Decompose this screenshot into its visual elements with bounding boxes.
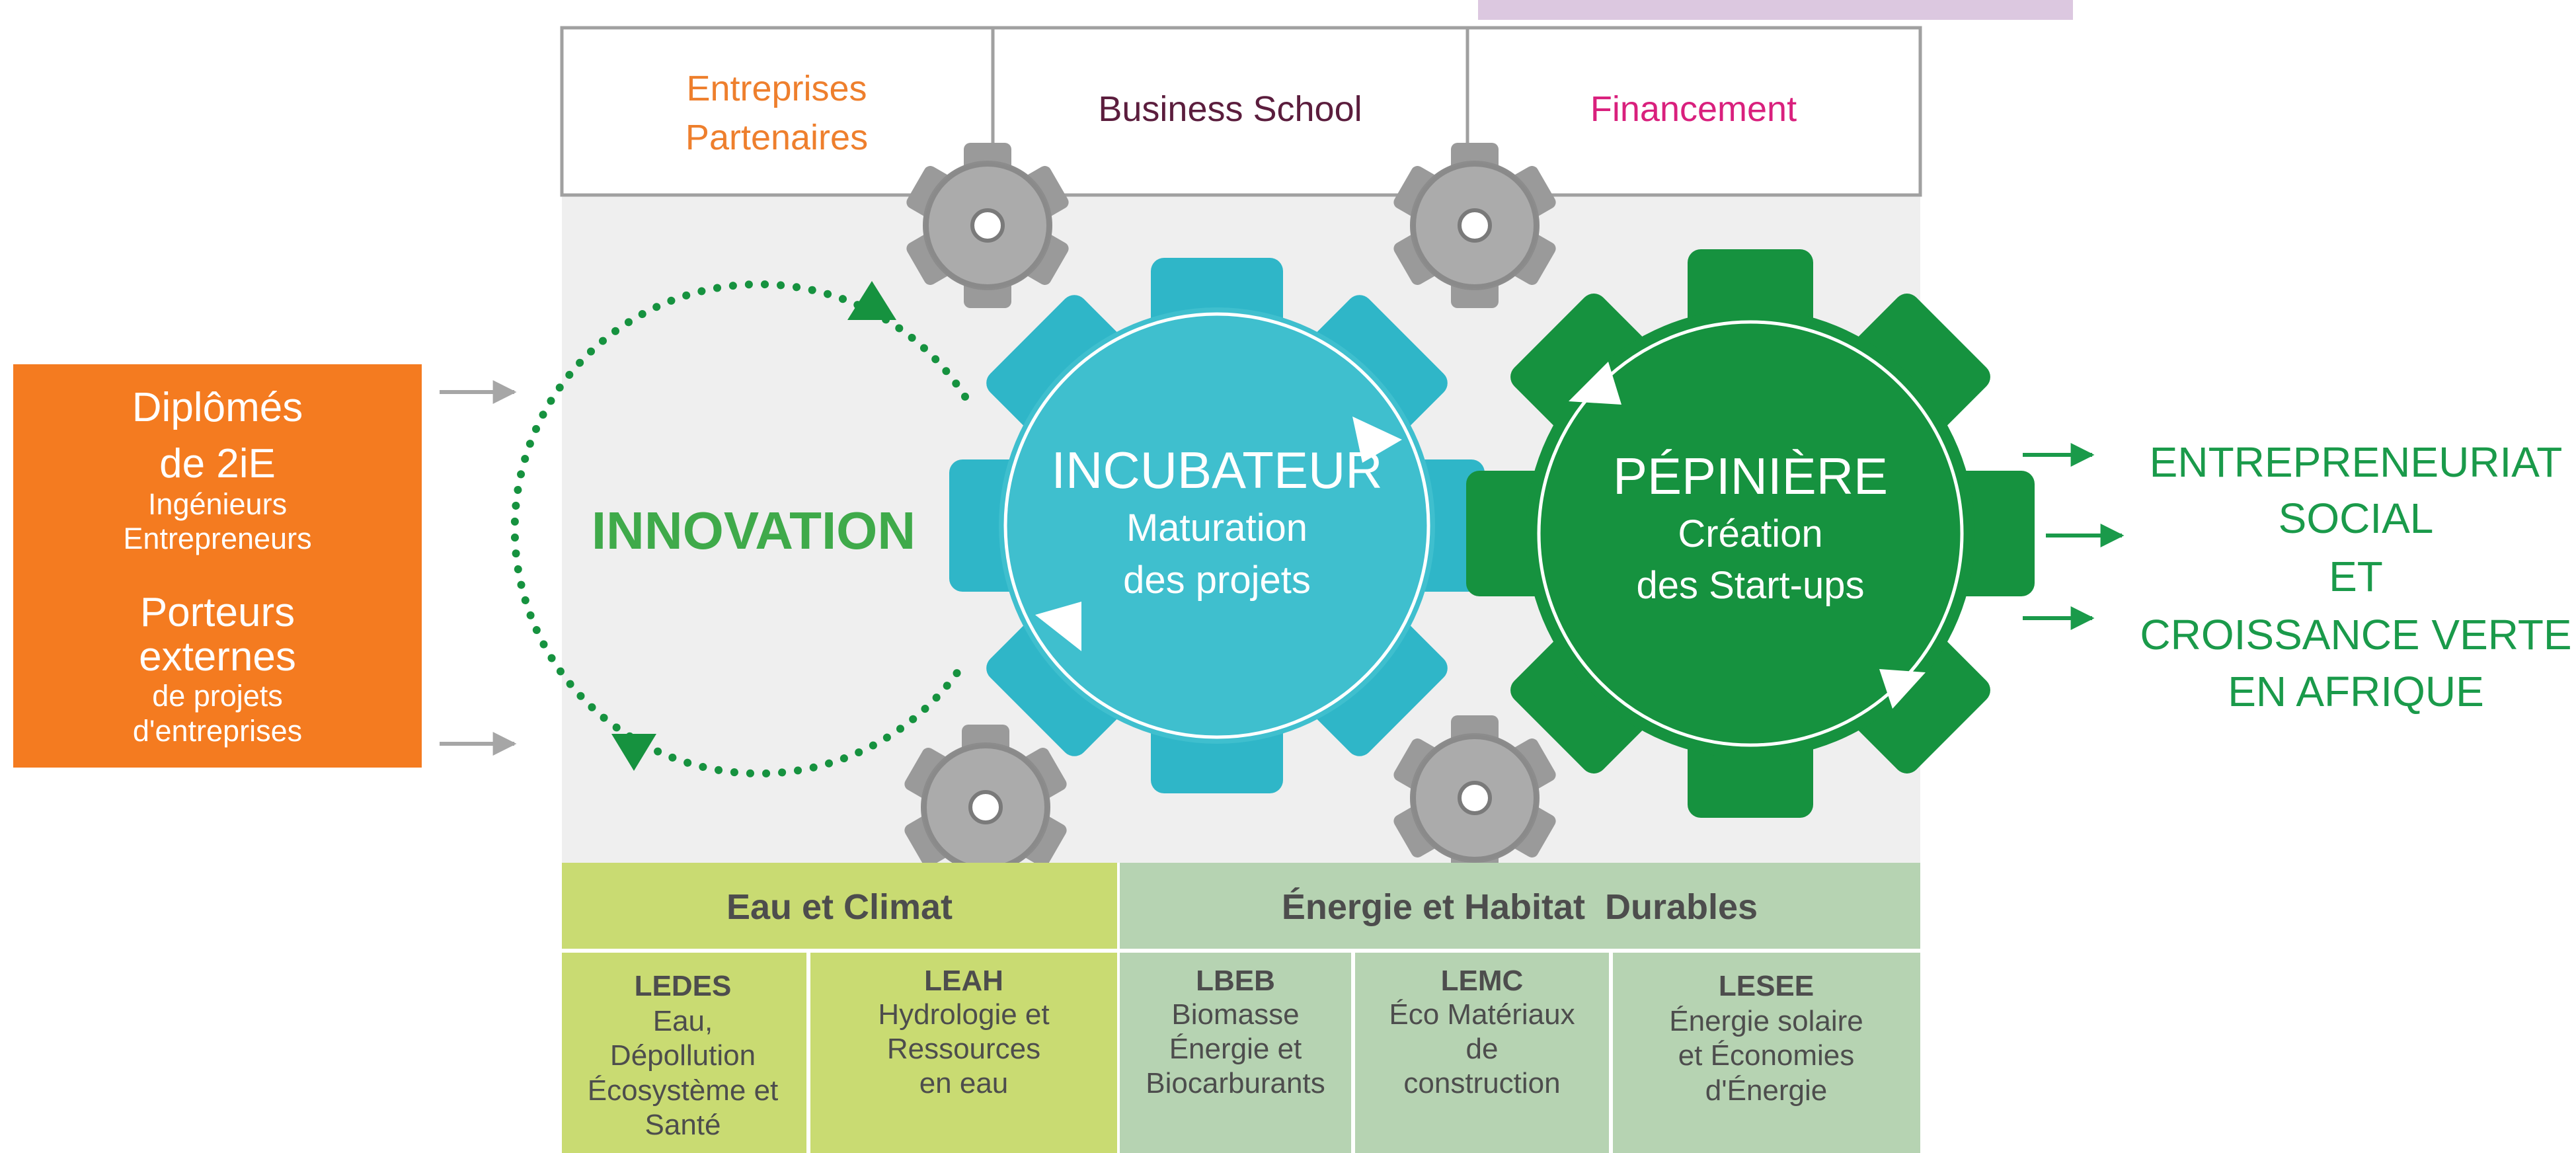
lab-lbeb-code: LBEB — [1196, 965, 1275, 997]
incubator-projects: des projets — [1123, 559, 1311, 602]
lab-ledes-code: LEDES — [635, 970, 732, 1002]
outcome-line1: ENTREPRENEURIAT — [2150, 438, 2563, 486]
incubator-gear: INCUBATEUR Maturation des projets — [949, 258, 1485, 793]
lab-lbeb-line1: Biomasse — [1171, 998, 1299, 1031]
nursery-title: PÉPINIÈRE — [1613, 447, 1888, 505]
lab-lesee-line2: et Économies — [1678, 1039, 1855, 1072]
innovation-arrowhead-top — [847, 281, 896, 320]
inputs-background — [13, 364, 422, 768]
inputs-box: Diplômés de 2iE Ingénieurs Entrepreneurs… — [13, 364, 422, 768]
lab-lemc-line2: de — [1466, 1033, 1499, 1065]
nursery-arrow-top — [1569, 362, 1621, 405]
nursery-creation: Création — [1678, 512, 1822, 555]
nursery-arrow-bottom — [1879, 669, 1926, 709]
lab-cell-ledes — [562, 953, 806, 1153]
partner-cell-financing — [1465, 26, 1922, 197]
lab-lesee-line3: d'Énergie — [1705, 1074, 1828, 1107]
inputs-2ie: de 2iE — [159, 441, 276, 487]
outcome-text: ENTREPRENEURIAT SOCIAL ET CROISSANCE VER… — [2140, 438, 2571, 715]
lab-ledes-line1: Eau, — [653, 1005, 713, 1037]
lab-lemc-code: LEMC — [1441, 965, 1524, 997]
lab-lesee-line1: Énergie solaire — [1669, 1005, 1863, 1037]
lab-lbeb-line2: Énergie et — [1169, 1033, 1302, 1065]
lab-ledes-line2: Dépollution — [610, 1039, 756, 1072]
lab-leah-line1: Hydrologie et — [878, 998, 1049, 1031]
lab-cell-lesee — [1613, 953, 1920, 1153]
incubator-title: INCUBATEUR — [1051, 441, 1382, 499]
lab-lemc-line1: Éco Matériaux — [1389, 998, 1575, 1031]
lab-cell-lbeb — [1120, 953, 1351, 1153]
incubator-inner-ring — [1003, 312, 1430, 739]
lab-lbeb-line3: Biocarburants — [1146, 1067, 1325, 1099]
inputs-graduates: Diplômés — [132, 385, 303, 430]
nursery-startups: des Start-ups — [1637, 564, 1865, 607]
inputs-external: externes — [139, 634, 296, 680]
outcome-line5: EN AFRIQUE — [2228, 668, 2484, 715]
partner-business-school: Business School — [1098, 89, 1362, 129]
inputs-of-projects: de projets — [152, 679, 283, 713]
inputs-carriers: Porteurs — [140, 590, 295, 635]
nursery-gear: PÉPINIÈRE Création des Start-ups — [1466, 249, 2035, 818]
inputs-enterprises: d'entreprises — [133, 714, 302, 748]
partner-companies-line2: Partenaires — [685, 118, 868, 157]
inputs-engineers: Ingénieurs — [148, 487, 287, 521]
lab-leah-line2: Ressources — [887, 1033, 1040, 1065]
outcome-line3: ET — [2329, 553, 2383, 600]
nursery-inner-ring — [1537, 320, 1964, 747]
lab-lesee-code: LESEE — [1719, 970, 1814, 1002]
innovation-arrowhead-bottom — [611, 734, 656, 771]
lab-leah-code: LEAH — [924, 965, 1003, 997]
partner-financing: Financement — [1590, 89, 1797, 129]
lab-cell-lemc — [1355, 953, 1609, 1153]
innovation-dotted-arc — [510, 280, 969, 777]
lab-ledes-line3: Écosystème et — [588, 1074, 779, 1107]
lab-head-energy-label: Énergie et Habitat Durables — [1282, 887, 1758, 927]
outcome-line4: CROISSANCE VERTE — [2140, 611, 2571, 658]
lab-head-water — [562, 863, 1117, 949]
small-gear-top-right — [1393, 143, 1556, 308]
partner-cell-business-school — [991, 26, 1469, 197]
incubator-arrow-left — [1035, 602, 1081, 651]
labs-table: Eau et Climat Énergie et Habitat Durable… — [562, 863, 1920, 1153]
inputs-entrepreneurs: Entrepreneurs — [123, 522, 311, 555]
incubator-gear-body — [999, 307, 1435, 744]
small-gear-bottom-right — [1393, 715, 1556, 881]
innovation-cycle: INNOVATION — [510, 280, 969, 777]
lab-head-water-label: Eau et Climat — [726, 887, 953, 927]
small-gear-bottom-left — [904, 725, 1067, 890]
lab-cell-leah — [810, 953, 1117, 1153]
nursery-gear-body — [1526, 309, 1975, 758]
incubator-arrow-right — [1352, 417, 1402, 463]
partners-row: Entreprises Partenaires Business School … — [560, 26, 1922, 197]
innovation-label: INNOVATION — [592, 501, 916, 560]
lab-head-energy — [1120, 863, 1920, 949]
lab-leah-line3: en eau — [919, 1067, 1009, 1099]
partner-cell-companies — [560, 26, 995, 197]
top-artifact-band — [1478, 0, 2073, 20]
lab-lemc-line3: construction — [1403, 1067, 1560, 1099]
incubator-maturation: Maturation — [1126, 506, 1308, 549]
lab-ledes-line4: Santé — [645, 1109, 721, 1141]
partner-companies-line1: Entreprises — [686, 69, 867, 108]
small-gear-top-left — [906, 143, 1069, 308]
outcome-line2: SOCIAL — [2279, 495, 2434, 542]
